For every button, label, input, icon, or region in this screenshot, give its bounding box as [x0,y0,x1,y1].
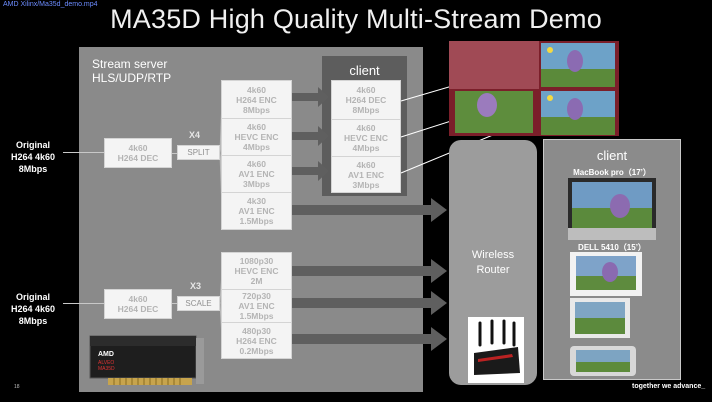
encoder-line: 4k60 [247,84,266,95]
encoder-hevc-4k60: 4k60 HEVC ENC 4Mbps [221,118,292,156]
arrow-480p-to-router [292,327,447,351]
encoder-line: 480p30 [242,325,271,336]
encoder-line: H264 ENC [236,94,277,105]
tablet-photo [570,298,630,338]
client-decoder-av1: 4k60 AV1 ENC 3Mbps [331,156,401,193]
decoder-bottom-line1: 4k60 [128,294,148,304]
arrow-h264-to-client [292,87,329,107]
card-model-line1: ALVEO [98,360,114,366]
encoder-line: 4k30 [247,196,266,206]
alveo-card-image: AMD ALVEO MA35D [89,335,204,385]
router-image [468,317,524,383]
encoder-line: 1.5Mbps [239,216,274,226]
card-model-line2: MA35D [98,366,115,372]
decoder-top-line1: 4k60 [128,143,148,153]
client-decoder-line: 4k60 [356,123,376,133]
encoder-h264-4k60: 4k60 H264 ENC 8Mbps [221,80,292,119]
router-label-line2: Router [476,264,510,276]
card-brand: AMD [98,351,114,358]
macbook-photo [568,178,656,240]
phone-photo [570,346,636,376]
encoder-line: AV1 ENC [238,301,275,311]
scale-multiplier: X3 [190,281,202,291]
encoder-line: 4k60 [247,122,266,132]
decoder-bottom: 4k60 H264 DEC [104,289,172,319]
footer-tagline: together we advance_ [632,383,706,390]
client-decoder-line: HEVC ENC [344,133,388,143]
encoder-line: 2M [250,276,263,286]
input-top-line2: H264 4k60 [10,152,56,162]
split-multiplier: X4 [189,130,201,140]
client-decoder-h264: 4k60 H264 DEC 8Mbps [331,80,401,120]
client-decoder-line: 4k60 [356,85,376,95]
client-decoder-line: 4Mbps [352,143,380,153]
client-devices-label: client [596,148,628,163]
arrow-1080p-to-router [292,259,447,283]
decoder-top-line2: H264 DEC [117,153,159,163]
decoder-scale-line [172,303,177,304]
encoder-line: 8Mbps [243,104,270,115]
stream-server-label-line2: HLS/UDP/RTP [92,71,172,85]
input-bottom-line1: Original [15,292,50,302]
macbook-label: MacBook pro（17’） [573,168,651,177]
encoder-hevc-1080p30: 1080p30 HEVC ENC 2M [221,252,292,290]
arrow-av1-to-client [292,161,329,181]
client-decoder-line: 8Mbps [352,105,380,115]
client-decoder-line: AV1 ENC [347,169,385,180]
encoder-line: 1.5Mbps [239,311,274,321]
arrow-hevc-to-client [292,126,329,146]
encoder-line: 3Mbps [243,179,270,189]
client-decoder-hevc: 4k60 HEVC ENC 4Mbps [331,119,401,157]
dell-photo [570,252,642,296]
dell-label: DELL 5410（15’） [578,243,646,252]
input-top-line1: Original [15,140,50,150]
slide-title: MA35D High Quality Multi-Stream Demo [110,4,602,34]
encoder-av1-4k30: 4k30 AV1 ENC 1.5Mbps [221,192,292,230]
input-top-line3: 8Mbps [18,164,48,174]
decoder-bottom-line2: H264 DEC [117,304,159,314]
stream-server-label-line1: Stream server [92,57,168,71]
encoder-line: HEVC ENC [234,266,279,276]
input-line-top [63,152,105,153]
page-number: 18 [14,384,20,390]
input-bottom-line2: H264 4k60 [10,304,56,314]
arrow-4k30-to-router [292,198,447,222]
scale-box: SCALE [177,296,220,311]
wireless-router-label: Wireless Router [449,248,537,278]
encoder-line: HEVC ENC [234,132,279,142]
encoder-h264-480p30: 480p30 H264 ENC 0.2Mbps [221,322,292,359]
encoder-line: H264 ENC [236,335,277,346]
encoder-line: 4k60 [247,159,266,169]
encoder-av1-720p30: 720p30 AV1 ENC 1.5Mbps [221,289,292,323]
encoder-line: 4Mbps [243,142,270,152]
decoder-split-line [172,153,177,154]
encoder-line: AV1 ENC [238,169,275,179]
router-label-line1: Wireless [471,249,515,261]
encoder-line: 720p30 [242,291,271,301]
split-box: SPLIT [177,145,220,160]
arrow-720p-to-router [292,291,447,315]
input-original-top: Original H264 4k60 8Mbps [3,139,63,175]
video-link[interactable]: AMD Xilinx/Ma35d_demo.mp4 [3,1,98,8]
input-line-bottom [63,303,105,304]
encoder-line: 1080p30 [239,256,274,266]
stream-server-label: Stream server HLS/UDP/RTP [92,57,171,85]
encoder-line: AV1 ENC [238,206,275,216]
encoder-line: 0.2Mbps [239,345,274,356]
encoder-av1-4k60: 4k60 AV1 ENC 3Mbps [221,155,292,193]
decoded-video-collage [449,41,619,136]
client-decoder-line: 3Mbps [352,179,380,190]
client-decode-label: client [349,63,380,78]
client-decoder-line: H264 DEC [345,95,387,105]
decoder-top: 4k60 H264 DEC [104,138,172,168]
client-decoder-line: 4k60 [356,159,376,170]
input-bottom-line3: 8Mbps [18,316,48,326]
input-original-bottom: Original H264 4k60 8Mbps [3,291,63,327]
